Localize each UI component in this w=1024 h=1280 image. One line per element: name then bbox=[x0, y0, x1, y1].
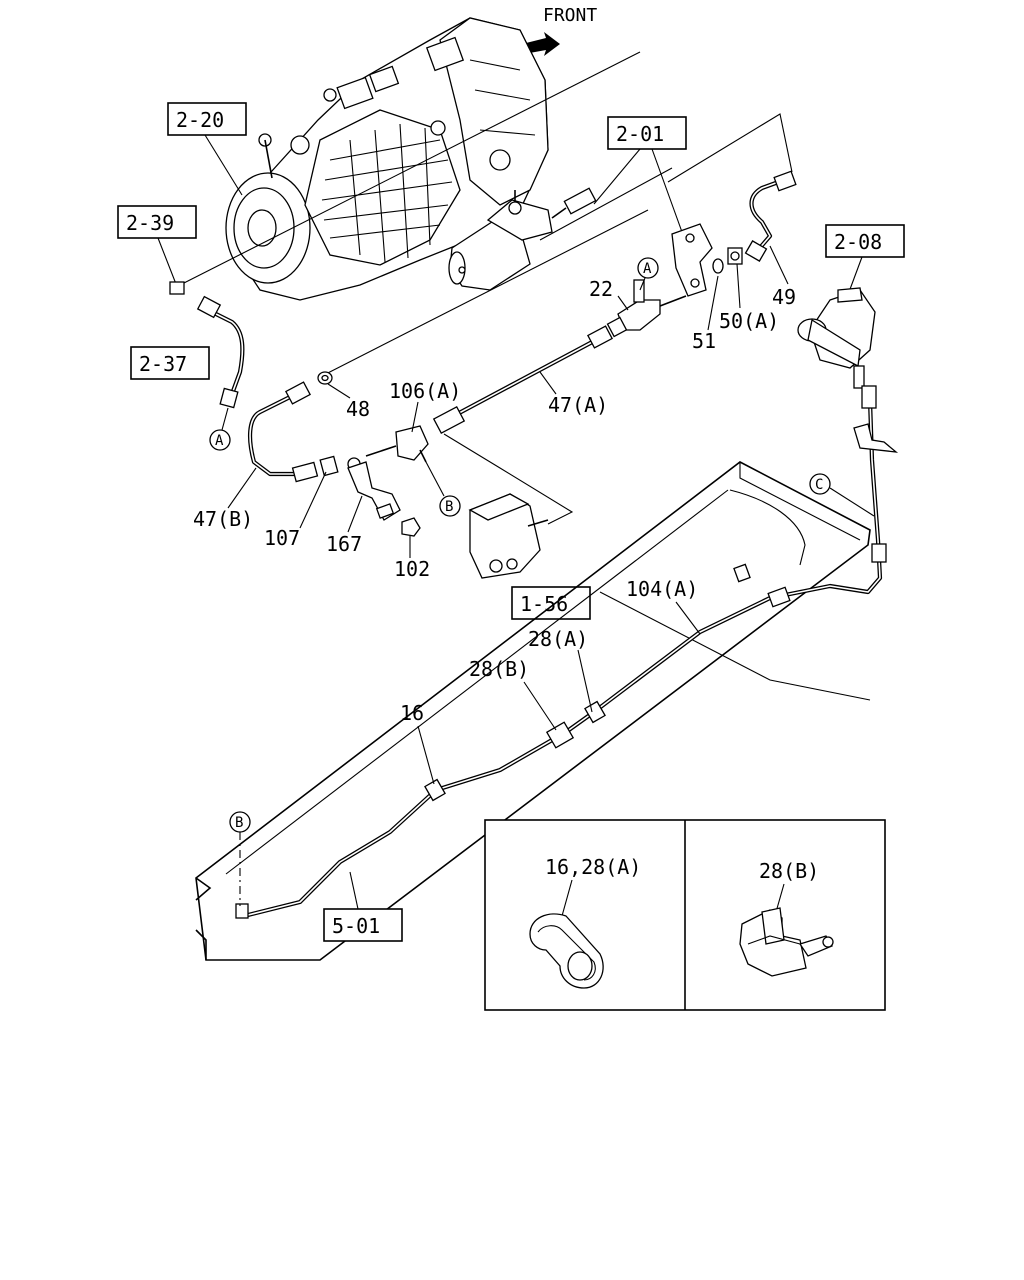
ref-box-5-01[interactable]: 5-01 bbox=[323, 871, 403, 942]
callout-22: 22 bbox=[589, 277, 613, 301]
callout-28a: 28(A) bbox=[528, 627, 588, 651]
ref-2-01-label: 2-01 bbox=[616, 122, 664, 146]
connector-a-top: A bbox=[637, 257, 659, 291]
hose-49 bbox=[744, 170, 797, 262]
nut-50a bbox=[727, 247, 743, 265]
front-indicator: FRONT bbox=[522, 5, 597, 56]
washer-51 bbox=[712, 258, 724, 274]
nut-102 bbox=[401, 517, 421, 537]
connector-a-top-label: A bbox=[643, 261, 652, 277]
connector-a-left-label: A bbox=[215, 433, 224, 449]
master-cylinder bbox=[797, 287, 876, 389]
bracket-2-01 bbox=[671, 223, 713, 297]
callout-102: 102 bbox=[394, 557, 430, 581]
callout-47a: 47(A) bbox=[548, 393, 608, 417]
ref-2-20-label: 2-20 bbox=[176, 108, 224, 132]
connector-b-mid: B bbox=[425, 461, 461, 517]
ref-5-01-label: 5-01 bbox=[332, 914, 380, 938]
connector-c-mid: C bbox=[809, 473, 875, 517]
frame-rail bbox=[195, 461, 871, 961]
ref-2-08-label: 2-08 bbox=[834, 230, 882, 254]
inset-left-label: 16,28(A) bbox=[545, 855, 641, 879]
inset-detail: 16,28(A) 28(B) bbox=[484, 819, 886, 1011]
callout-51: 51 bbox=[692, 329, 716, 353]
callout-48: 48 bbox=[346, 397, 370, 421]
ref-box-2-20[interactable]: 2-20 bbox=[167, 102, 247, 196]
ref-box-1-56[interactable]: 1-56 bbox=[511, 586, 591, 620]
reference-lines bbox=[169, 51, 793, 379]
pipe-47b bbox=[247, 381, 319, 483]
ref-box-2-08[interactable]: 2-08 bbox=[825, 224, 905, 301]
bracket-167 bbox=[347, 461, 401, 521]
transmission-assembly bbox=[225, 17, 597, 301]
callouts: 22 51 50(A) 49 48 106(A) 47(A) 47(B) 107… bbox=[193, 245, 796, 785]
callout-28b: 28(B) bbox=[469, 657, 529, 681]
callout-16: 16 bbox=[400, 701, 424, 725]
callout-50a: 50(A) bbox=[719, 309, 779, 333]
pipe-104a bbox=[235, 385, 899, 919]
inset-right-label: 28(B) bbox=[759, 859, 819, 883]
hose-2-37 bbox=[196, 295, 245, 409]
inset-left-panel: 16,28(A) bbox=[529, 855, 641, 989]
inset-right-panel: 28(B) bbox=[739, 859, 834, 977]
ref-2-37-label: 2-37 bbox=[139, 352, 187, 376]
valve-1-56 bbox=[443, 433, 574, 579]
fitting-2-39-icon bbox=[169, 281, 185, 295]
washer-48 bbox=[317, 371, 333, 385]
callout-49: 49 bbox=[772, 285, 796, 309]
callout-167: 167 bbox=[326, 532, 362, 556]
ref-2-39-label: 2-39 bbox=[126, 211, 174, 235]
callout-104a: 104(A) bbox=[626, 577, 698, 601]
front-arrow-icon bbox=[522, 32, 560, 56]
tee-22 bbox=[617, 279, 687, 331]
connector-b-low-label: B bbox=[235, 815, 243, 831]
callout-106a: 106(A) bbox=[389, 379, 461, 403]
connector-b-mid-label: B bbox=[445, 499, 453, 515]
connector-a-left: A bbox=[209, 407, 231, 451]
callout-107: 107 bbox=[264, 526, 300, 550]
ref-box-2-37[interactable]: 2-37 bbox=[130, 346, 210, 380]
ref-box-2-39[interactable]: 2-39 bbox=[117, 205, 197, 295]
front-label: FRONT bbox=[543, 5, 597, 26]
ref-box-2-01[interactable]: 2-01 bbox=[593, 116, 687, 233]
callout-47b: 47(B) bbox=[193, 507, 253, 531]
fitting-106a bbox=[365, 425, 429, 463]
connector-b-low: B bbox=[229, 811, 251, 906]
pipe-47a bbox=[432, 316, 628, 435]
connector-c-mid-label: C bbox=[815, 477, 823, 493]
